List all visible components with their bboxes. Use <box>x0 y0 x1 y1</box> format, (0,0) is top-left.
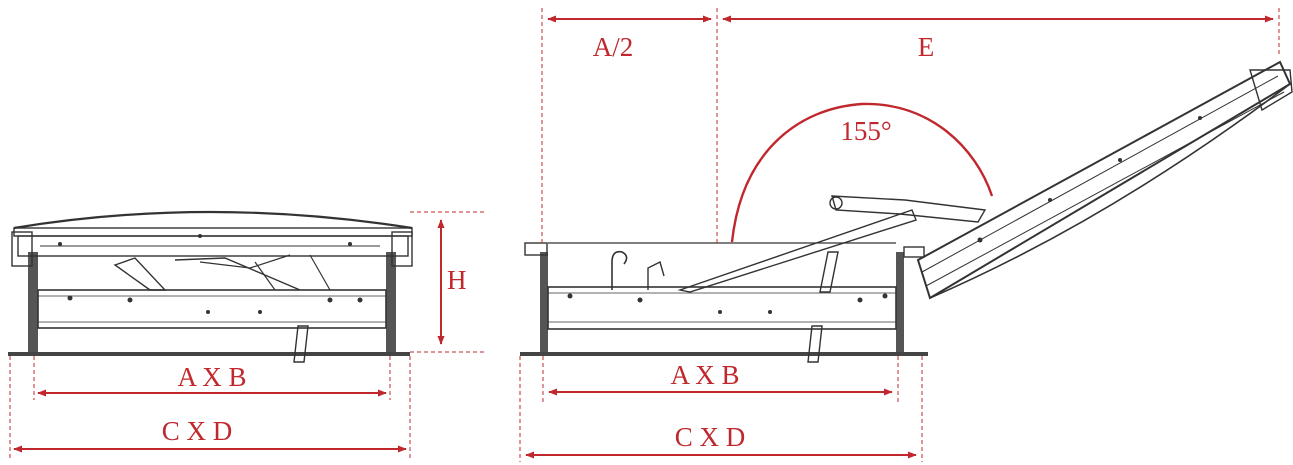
closed-dimension-lines <box>9 211 485 460</box>
open-dimension-lines <box>519 8 1280 462</box>
extension-label: E <box>918 32 935 62</box>
closed-hatch-drawing <box>8 210 413 363</box>
open-outer-size-label: C X D <box>675 422 746 452</box>
closed-outer-size-label: C X D <box>162 416 233 446</box>
open-inner-size-label: A X B <box>670 360 739 390</box>
opening-angle-arc <box>730 102 994 243</box>
open-hatch-drawing <box>520 60 1293 363</box>
opening-angle-label: 155° <box>840 116 891 146</box>
closed-height-label: H <box>447 265 467 295</box>
closed-inner-size-label: A X B <box>177 362 246 392</box>
half-width-label: A/2 <box>593 32 634 62</box>
